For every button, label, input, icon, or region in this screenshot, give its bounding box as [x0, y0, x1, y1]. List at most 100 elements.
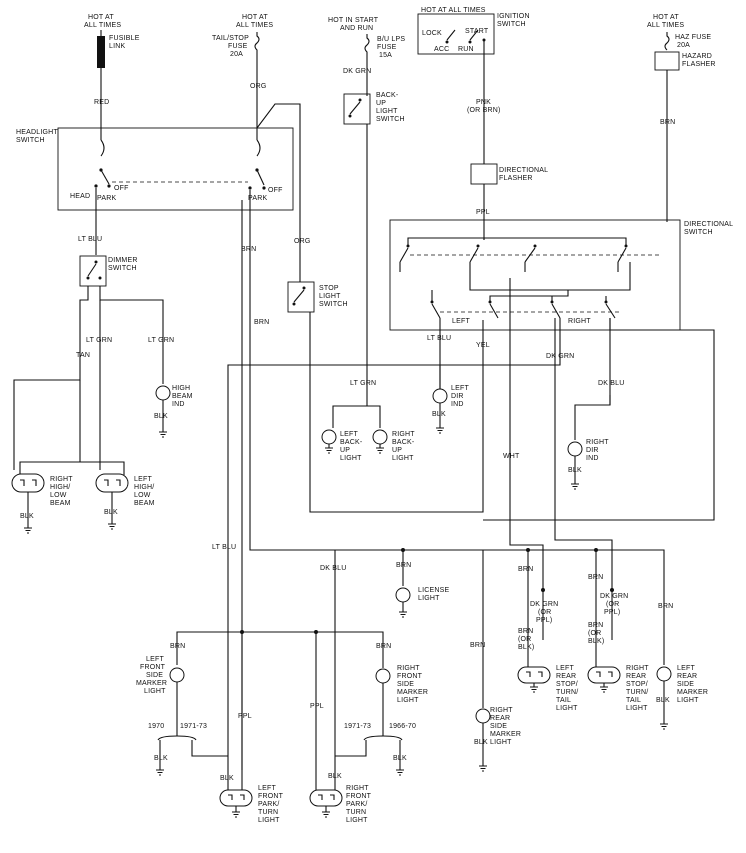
- label-right-headlamp: HIGH/: [50, 484, 70, 491]
- label-right-rear-stop: RIGHT: [626, 665, 649, 672]
- label-left-rear-side: REAR: [677, 673, 697, 680]
- label-directional-switch: DIRECTIONAL: [684, 221, 733, 228]
- wire-label-lt-blu: LT BLU: [212, 544, 236, 551]
- label-left-front-park: PARK/: [258, 801, 280, 808]
- wire-label-lt-blu: LT BLU: [78, 236, 102, 243]
- label-directional-switch: SWITCH: [684, 229, 713, 236]
- wire-label-yel: YEL: [476, 342, 490, 349]
- wire-label-org: ORG: [294, 238, 311, 245]
- wire-label-brn-or-blk: BRN: [518, 628, 533, 635]
- label-right-backup: UP: [392, 447, 402, 454]
- label-blk: BLK: [328, 773, 342, 780]
- directional-switch: [389, 219, 681, 331]
- label-blk: BLK: [20, 513, 34, 520]
- wire-label-ppl: PPL: [476, 209, 490, 216]
- label-left-rear-side: LIGHT: [677, 697, 699, 704]
- label-backup-switch: UP: [376, 100, 386, 107]
- label-lock: LOCK: [422, 30, 442, 37]
- label-hot-in-start: HOT IN START: [328, 17, 379, 24]
- label-tail-stop-fuse: FUSE: [228, 43, 248, 50]
- label-left-dir: IND: [451, 401, 464, 408]
- label-left-front-park: LIGHT: [258, 817, 280, 824]
- label-hot-at-all-times: ALL TIMES: [647, 22, 684, 29]
- wire-label-or-ppl: (OR: [538, 609, 551, 616]
- label-fusible-link: LINK: [109, 43, 125, 50]
- label-right-front-side: RIGHT: [397, 665, 420, 672]
- label-right-dir: IND: [586, 455, 599, 462]
- left-rear-stop-turn-tail-lamp: [517, 666, 551, 684]
- label-right: RIGHT: [568, 318, 591, 325]
- label-park: PARK: [248, 195, 267, 202]
- wire-label-brn: BRN: [376, 643, 391, 650]
- label-right-dir: DIR: [586, 447, 599, 454]
- label-blk: BLK: [154, 413, 168, 420]
- label-left-front-side: FRONT: [140, 664, 166, 671]
- label-hot-in-start: AND RUN: [340, 25, 373, 32]
- fusible-link: [97, 36, 105, 68]
- wire-tan-2: [79, 380, 125, 475]
- label-left-backup: LIGHT: [340, 455, 362, 462]
- wire-label-lt-grn: LT GRN: [148, 337, 174, 344]
- wire-label-lt-grn: LT GRN: [350, 380, 376, 387]
- wire-label-dk-grn: DK GRN: [546, 353, 574, 360]
- label-right-front-side: SIDE: [397, 681, 414, 688]
- label-left-headlamp: BEAM: [134, 500, 155, 507]
- label-directional-flasher: DIRECTIONAL: [499, 167, 548, 174]
- label-high-beam: IND: [172, 401, 185, 408]
- headlight-switch: [57, 127, 294, 211]
- wire-label-brn-or-blk: (OR: [588, 630, 601, 637]
- label-directional-flasher: FLASHER: [499, 175, 533, 182]
- label-run: RUN: [458, 46, 474, 53]
- high-beam-indicator-lamp: [155, 385, 171, 401]
- label-right-rear-side: RIGHT: [490, 707, 513, 714]
- label-left-front-side: LEFT: [146, 656, 164, 663]
- wire-label-or-brn: (OR BRN): [467, 107, 501, 114]
- label-right-front-park: FRONT: [346, 793, 372, 800]
- label-tail-stop-fuse: TAIL/STOP: [212, 35, 249, 42]
- left-front-side-marker-lamp: [169, 667, 185, 683]
- label-left-front-park: FRONT: [258, 793, 284, 800]
- label-license-light: LICENSE: [418, 587, 449, 594]
- label-tail-stop-fuse: 20A: [230, 51, 243, 58]
- label-blk: BLK: [568, 467, 582, 474]
- label-blk: BLK: [393, 755, 407, 762]
- wire-org-stop: [256, 103, 301, 248]
- wire-label-or-ppl: PPL): [536, 617, 552, 624]
- label-right-rear-stop: LIGHT: [626, 705, 648, 712]
- label-stop-light-switch: SWITCH: [319, 301, 348, 308]
- label-blk: BLK: [656, 697, 670, 704]
- wire-label-wht: WHT: [503, 453, 520, 460]
- directional-flasher: [470, 163, 498, 185]
- label-left-rear-side: LEFT: [677, 665, 695, 672]
- hazard-flasher: [654, 51, 680, 71]
- wire-label-brn: BRN: [396, 562, 411, 569]
- label-backup-switch: BACK-: [376, 92, 399, 99]
- switch-blade: [87, 263, 97, 277]
- label-headlight-switch: SWITCH: [16, 137, 45, 144]
- label-right-rear-side: REAR: [490, 715, 510, 722]
- label-right-headlamp: BEAM: [50, 500, 71, 507]
- label-stop-light-switch: STOP: [319, 285, 339, 292]
- label-blk: BLK: [104, 509, 118, 516]
- switch-blade: [256, 169, 265, 186]
- label-right-front-park: RIGHT: [346, 785, 369, 792]
- wire-label-brn-or-blk: (OR: [518, 636, 531, 643]
- right-dir-indicator-lamp: [567, 441, 583, 457]
- label-left-front-park: TURN: [258, 809, 278, 816]
- label-left-headlamp: LEFT: [134, 476, 152, 483]
- wire-lt-grn: [99, 286, 164, 384]
- label-left-rear-stop: LEFT: [556, 665, 574, 672]
- label-right-rear-side: SIDE: [490, 723, 507, 730]
- wire-label-dk-blu: DK BLU: [598, 380, 625, 387]
- right-headlamp: [11, 473, 45, 493]
- label-acc: ACC: [434, 46, 449, 53]
- left-headlamp: [95, 473, 129, 493]
- label-ignition-switch: SWITCH: [497, 21, 526, 28]
- label-head: HEAD: [70, 193, 90, 200]
- left-rear-side-marker-lamp: [656, 666, 672, 682]
- wire-label-brn: BRN: [470, 642, 485, 649]
- wire-label-tan: TAN: [76, 352, 90, 359]
- right-rear-side-marker-lamp: [475, 708, 491, 724]
- label-off: OFF: [114, 185, 129, 192]
- label-left-headlamp: HIGH/: [134, 484, 154, 491]
